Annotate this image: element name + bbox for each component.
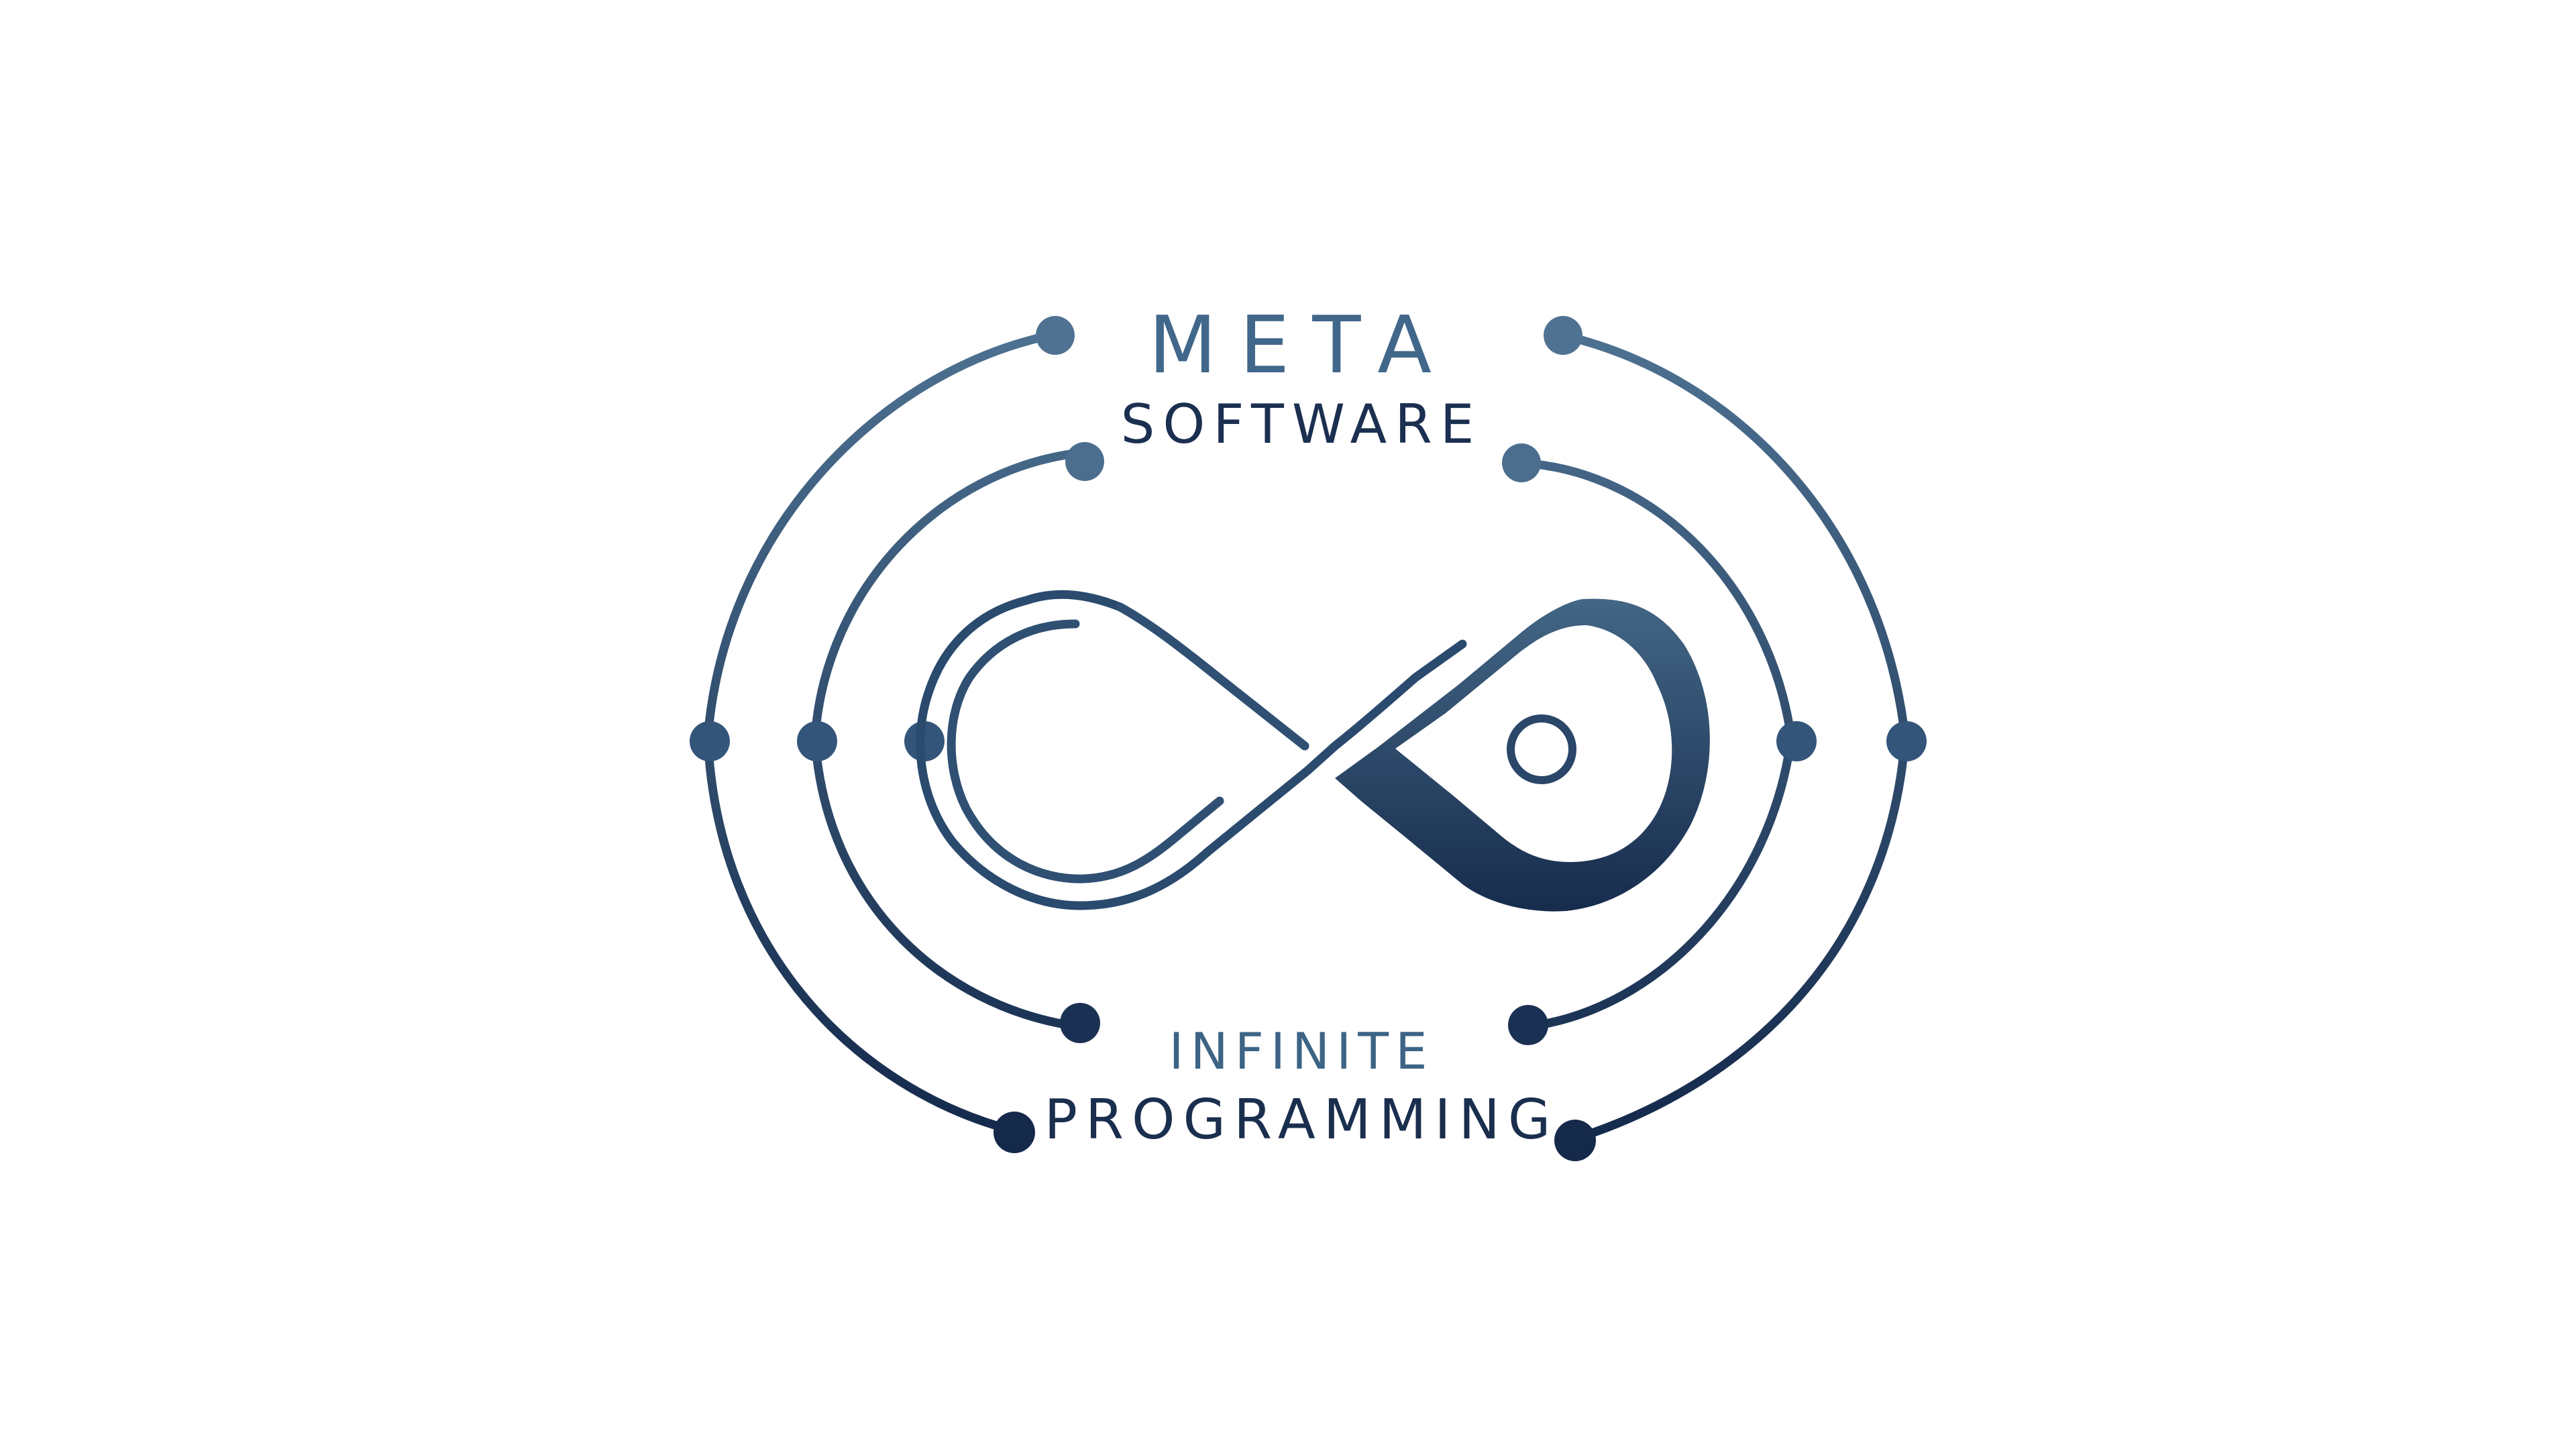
node-dot (1065, 442, 1104, 481)
logo-text: META SOFTWARE INFINITE PROGRAMMING (1044, 299, 1559, 1152)
node-dot (690, 721, 730, 761)
software-text: SOFTWARE (1121, 393, 1483, 455)
node-dot (797, 721, 837, 761)
infinity-icon (916, 590, 1710, 912)
node-dot (1886, 721, 1927, 761)
node-dot (994, 1112, 1035, 1153)
infinity-eye-icon (1507, 714, 1576, 784)
node-dot (1060, 1003, 1100, 1043)
outer-left-arc (703, 331, 1055, 1135)
infinity-left-outer-line (916, 590, 1467, 910)
programming-text: PROGRAMMING (1044, 1088, 1559, 1152)
meta-text: META (1148, 299, 1454, 391)
node-dot (1554, 1120, 1596, 1161)
infinity-right-lobe (1335, 598, 1710, 912)
inner-right-arc (1515, 458, 1796, 1031)
infinity-left-inner-line (947, 602, 1309, 883)
node-dot (1508, 1005, 1548, 1045)
node-dot (1776, 721, 1817, 761)
node-dot (1544, 316, 1582, 355)
outer-ring-arcs (703, 331, 1910, 1145)
infinite-text: INFINITE (1169, 1022, 1434, 1081)
outer-right-arc (1558, 331, 1910, 1145)
node-dot (1502, 443, 1541, 482)
node-dots (690, 316, 1927, 1161)
node-dot (1036, 316, 1075, 355)
